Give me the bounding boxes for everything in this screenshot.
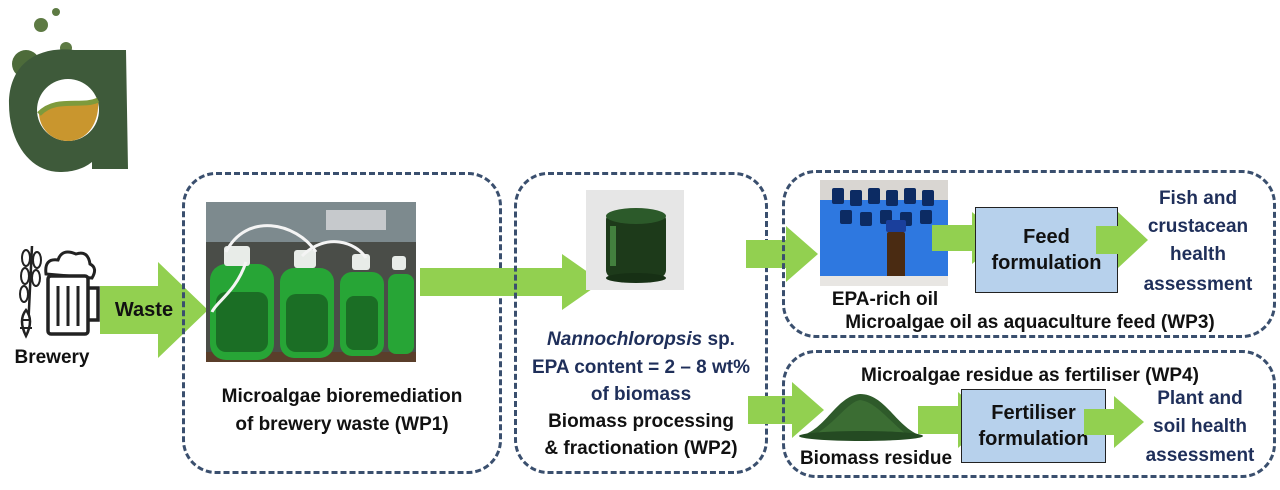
wp4-title: Microalgae residue as fertiliser (WP4) bbox=[861, 365, 1199, 386]
epa-oil-vials-photo bbox=[820, 180, 948, 286]
waste-label: Waste bbox=[114, 299, 174, 321]
wp2-box bbox=[514, 172, 768, 474]
wp1-box bbox=[182, 172, 502, 474]
algae-jar-photo bbox=[586, 190, 684, 290]
wp3-outcome-line1: Fish and bbox=[1158, 188, 1238, 209]
wp3-outcome-line3: health bbox=[1170, 244, 1226, 265]
wp2-title-line2: & fractionation (WP2) bbox=[544, 438, 738, 459]
waste-arrow bbox=[100, 262, 208, 358]
arrow-feed-to-assessment bbox=[1096, 212, 1148, 268]
wp3-outcome-line2: crustacean bbox=[1147, 216, 1249, 237]
wp1-caption-line2: of brewery waste (WP1) bbox=[235, 414, 449, 435]
biomass-residue-pile-photo bbox=[799, 394, 923, 441]
wp2-title-line1: Biomass processing bbox=[548, 411, 734, 432]
feed-formulation-line2: formulation bbox=[991, 252, 1102, 274]
bioreactor-photo bbox=[206, 202, 416, 362]
feed-formulation-box: Feed formulation bbox=[975, 207, 1118, 293]
wp3-title: Microalgae oil as aquaculture feed (WP3) bbox=[845, 312, 1215, 333]
wp4-outcome-line1: Plant and bbox=[1157, 388, 1243, 409]
wp4-product-label: Biomass residue bbox=[799, 448, 953, 469]
wp4-outcome-line3: assessment bbox=[1145, 445, 1255, 466]
wp2-species-label: Nannochloropsis sp. bbox=[547, 329, 735, 350]
arrow-wp1-to-wp2 bbox=[420, 254, 602, 310]
fertiliser-formulation-line1: Fertiliser bbox=[991, 402, 1076, 424]
fertiliser-formulation-box: Fertiliser formulation bbox=[961, 389, 1106, 463]
wp1-caption-line1: Microalgae bioremediation bbox=[221, 386, 463, 407]
wp2-epa-line1: EPA content = 2 – 8 wt% bbox=[531, 357, 751, 378]
fertiliser-formulation-line2: formulation bbox=[978, 428, 1089, 450]
brewery-label: Brewery bbox=[14, 347, 90, 368]
wp3-product-label: EPA-rich oil bbox=[831, 289, 939, 310]
wp4-outcome-line2: soil health bbox=[1153, 416, 1247, 437]
arrow-wp2-to-wp4 bbox=[748, 382, 824, 438]
feed-formulation-line1: Feed bbox=[1023, 226, 1070, 248]
arrow-fertiliser-to-assessment bbox=[1084, 396, 1144, 448]
wp4-box bbox=[782, 350, 1276, 478]
beer-mug-hops-wheat-icon bbox=[19, 245, 100, 339]
algae-a-logo-icon bbox=[9, 8, 128, 173]
wp3-box bbox=[782, 170, 1276, 338]
wp3-outcome-line4: assessment bbox=[1143, 274, 1253, 295]
wp2-epa-line2: of biomass bbox=[590, 384, 692, 405]
